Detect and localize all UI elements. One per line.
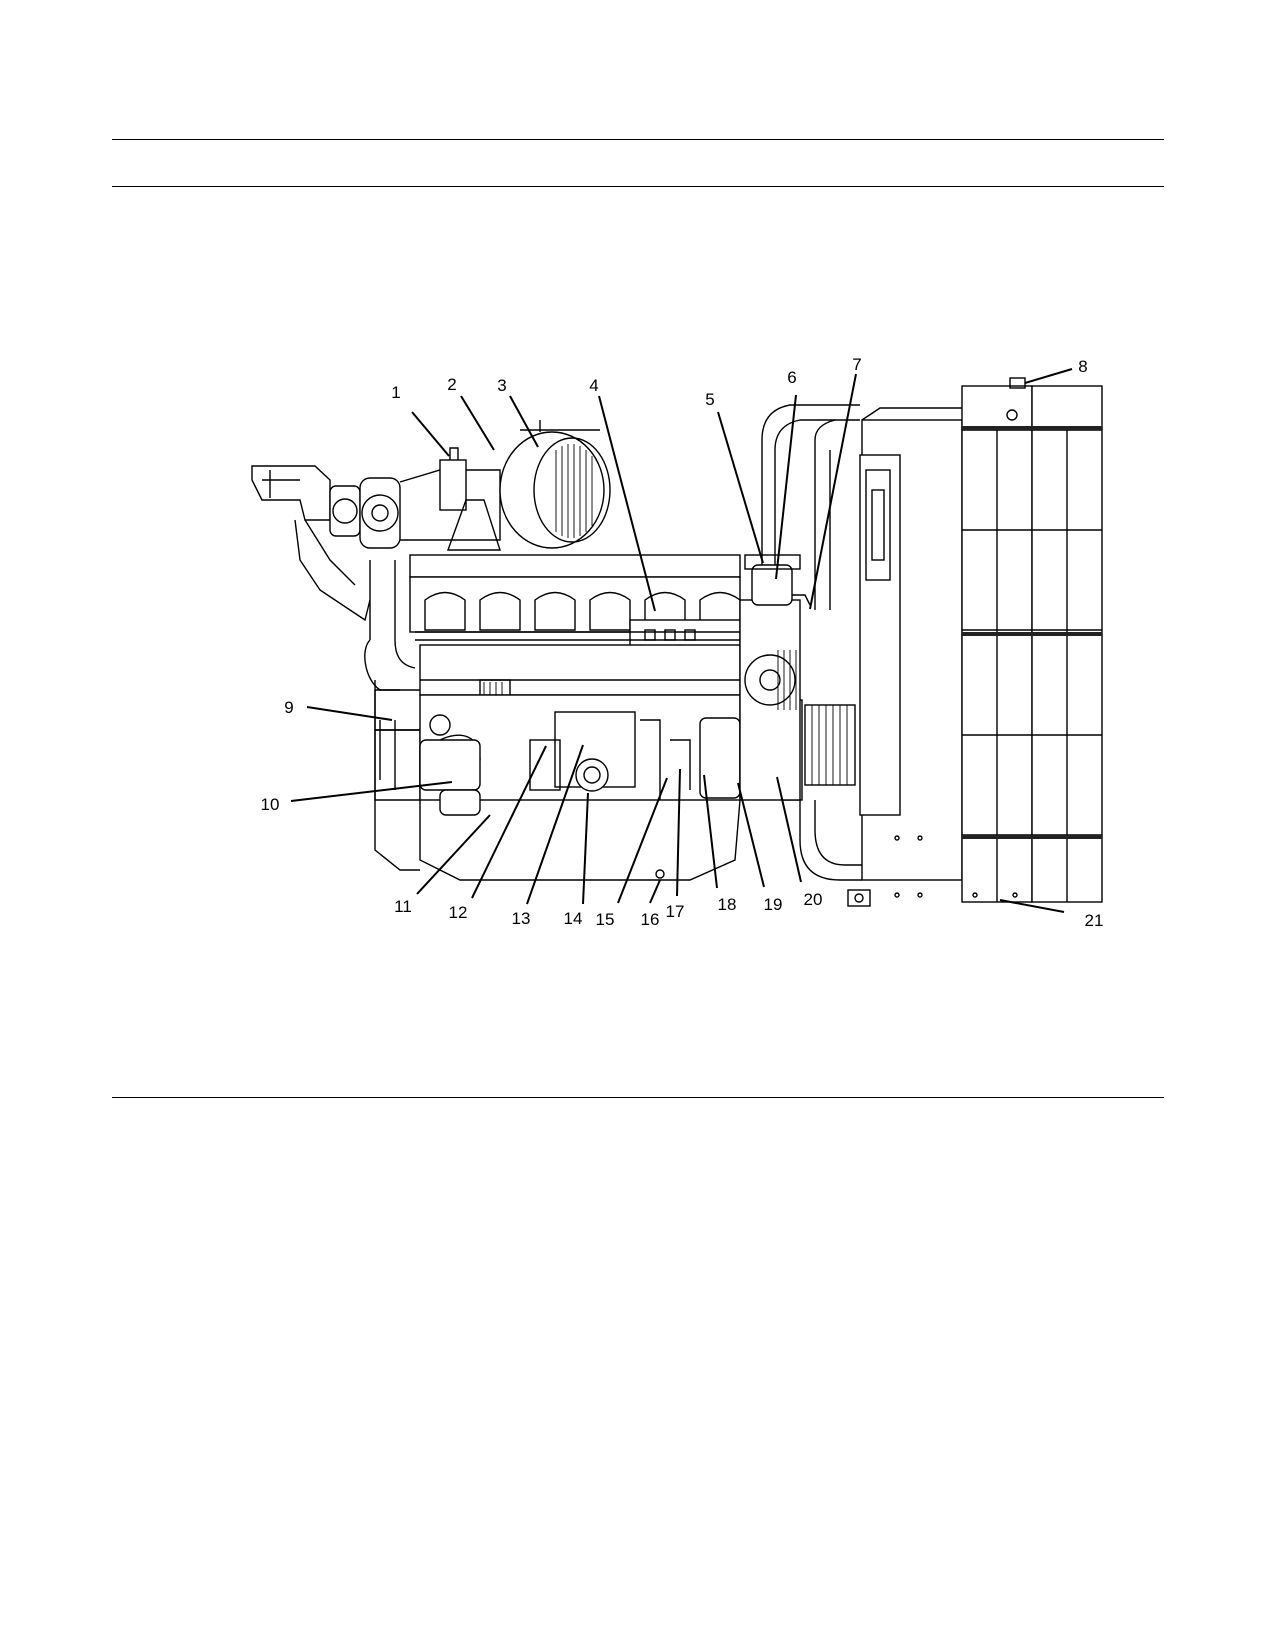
callout-12: 12 bbox=[449, 903, 468, 922]
callout-5: 5 bbox=[705, 390, 714, 409]
callout-17: 17 bbox=[666, 902, 685, 921]
callout-21: 21 bbox=[1085, 911, 1104, 930]
top-rule-2 bbox=[112, 186, 1164, 187]
callout-3: 3 bbox=[497, 376, 506, 395]
callout-1: 1 bbox=[391, 383, 400, 402]
callout-7: 7 bbox=[852, 355, 861, 374]
callout-18: 18 bbox=[718, 895, 737, 914]
callout-9: 9 bbox=[284, 698, 293, 717]
callout-10: 10 bbox=[261, 795, 280, 814]
top-rule-1 bbox=[112, 139, 1164, 140]
callout-13: 13 bbox=[512, 909, 531, 928]
callout-15: 15 bbox=[596, 910, 615, 929]
callout-16: 16 bbox=[641, 910, 660, 929]
bottom-rule bbox=[112, 1097, 1164, 1098]
callout-2: 2 bbox=[447, 375, 456, 394]
callout-4: 4 bbox=[589, 376, 598, 395]
callout-labels: 1 2 3 4 5 6 7 8 9 10 11 12 13 14 15 16 1… bbox=[261, 355, 1104, 930]
callout-8: 8 bbox=[1078, 357, 1087, 376]
callout-11: 11 bbox=[394, 897, 412, 916]
engine-drawing bbox=[251, 377, 1103, 907]
callout-20: 20 bbox=[804, 890, 823, 909]
callout-leaders bbox=[290, 368, 1073, 913]
callout-19: 19 bbox=[764, 895, 783, 914]
callout-14: 14 bbox=[564, 909, 583, 928]
callout-6: 6 bbox=[787, 368, 796, 387]
